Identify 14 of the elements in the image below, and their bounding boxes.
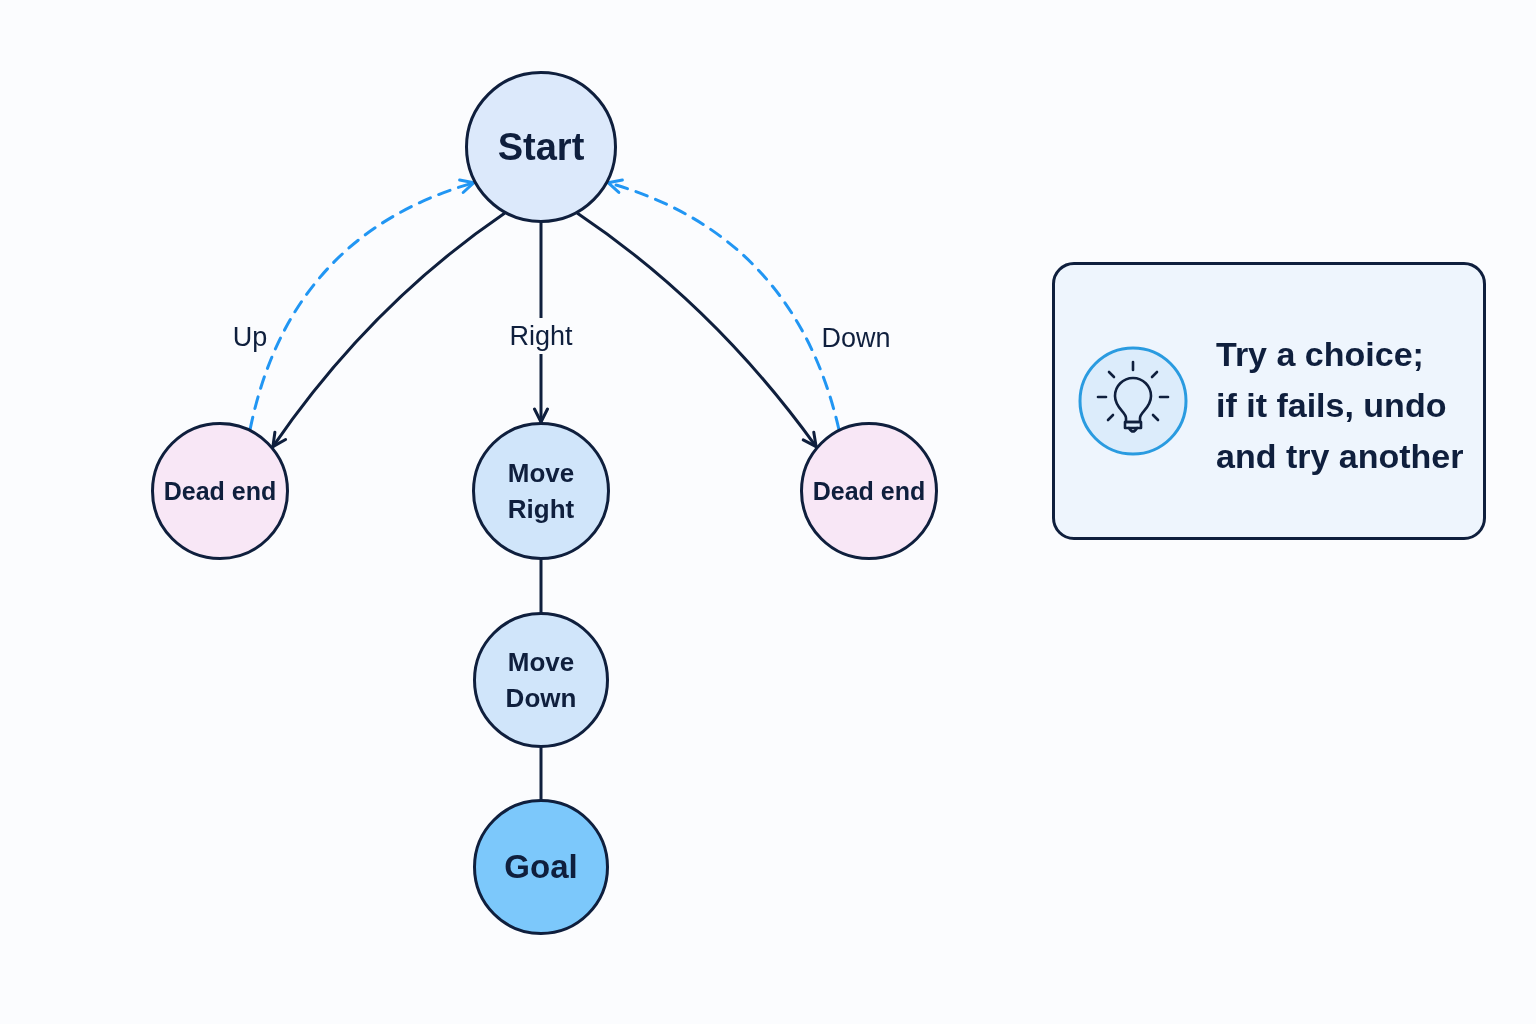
node-label: Goal bbox=[504, 847, 578, 887]
arrow bbox=[576, 212, 818, 449]
tip-card bbox=[1052, 262, 1486, 540]
node-label: Start bbox=[497, 125, 585, 170]
node-label: Move Down bbox=[504, 646, 578, 715]
dashed-arrow bbox=[606, 179, 841, 431]
node-label: Move Right bbox=[506, 457, 576, 526]
node-label: Dead end bbox=[163, 475, 277, 507]
arrow bbox=[271, 212, 506, 449]
connector-line bbox=[539, 558, 543, 614]
node-label: Dead end bbox=[812, 475, 926, 507]
connector-line bbox=[539, 746, 543, 801]
dashed-arrow bbox=[248, 179, 476, 431]
tip-text: Try a choice; if it fails, undo and try another bbox=[1216, 333, 1465, 477]
